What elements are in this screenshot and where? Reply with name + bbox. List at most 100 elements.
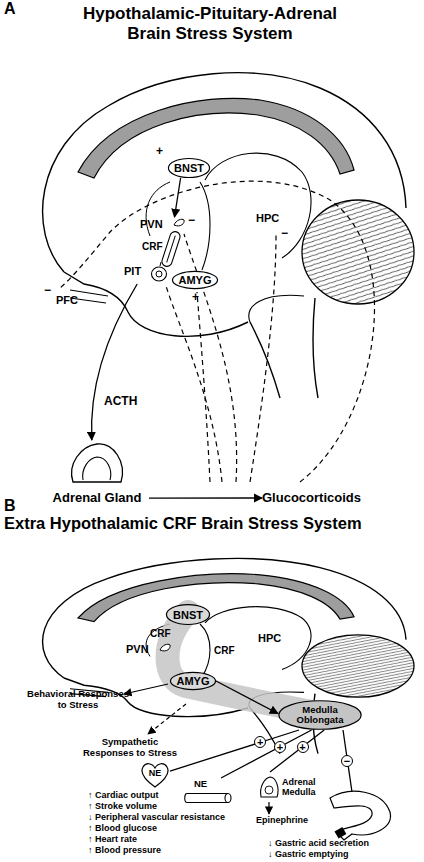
drawing-part	[250, 234, 276, 482]
node-label: BNST	[166, 609, 210, 621]
connector-arrow	[221, 730, 312, 778]
node-label: Adrenal Medulla	[282, 777, 338, 797]
connector-arrow	[149, 497, 262, 498]
node-label: AMYG	[170, 675, 216, 687]
text-label: ↑ Heart rate	[88, 834, 137, 844]
node-label: PVN	[140, 217, 163, 231]
text-label: Behavioral Responses to Stress	[26, 688, 130, 710]
adrenal-symbol	[258, 775, 280, 799]
drawing-part	[187, 794, 228, 803]
sign-circle: +	[274, 741, 286, 753]
drawing-part	[166, 286, 222, 482]
text-label: A	[4, 0, 16, 18]
connector-arrow	[270, 730, 324, 772]
drawing-part	[60, 181, 374, 482]
drawing-part	[172, 271, 217, 288]
drawing-part	[83, 457, 111, 480]
connector-arrow	[175, 178, 181, 217]
vessel-symbol	[182, 792, 234, 804]
node-label: NE	[140, 768, 170, 778]
text-label: −	[44, 283, 51, 297]
drawing-part	[170, 672, 215, 689]
secretion-arrow	[268, 802, 269, 814]
node-label: Glucocorticoids	[262, 489, 361, 507]
text-label: CRF	[150, 628, 171, 639]
node-label: AMYG	[172, 274, 218, 286]
drawing-part	[161, 230, 182, 267]
drawing-part	[185, 794, 187, 803]
nucleus-node: PVN	[126, 642, 172, 656]
drawing-part	[156, 271, 162, 277]
nucleus-ellipse: BNST	[166, 604, 210, 625]
drawing-part	[160, 262, 161, 266]
brain-outline	[43, 73, 414, 398]
drawing-part	[279, 701, 361, 730]
connector-arrow	[92, 284, 138, 440]
nucleus-ellipse: AMYG	[170, 672, 216, 690]
text-label: Sympathetic Responses to Stress	[80, 736, 180, 758]
sign-circle: +	[254, 736, 266, 748]
node-label: Medulla Oblongata	[286, 705, 354, 725]
crf-neuron	[161, 230, 182, 267]
node-label: PVN	[126, 642, 149, 656]
text-label: −	[281, 226, 288, 240]
drawing-part	[261, 777, 278, 797]
drawing-part	[225, 794, 231, 803]
node-label: PIT	[124, 265, 141, 278]
response-arrow	[124, 684, 168, 694]
text-label: CRF	[214, 645, 235, 656]
drawing-part	[168, 159, 209, 178]
text-label: Epinephrine	[256, 815, 308, 825]
nucleus-node: PVN	[140, 217, 186, 231]
drawing-part	[72, 444, 123, 482]
text-label: HPC	[258, 632, 281, 644]
drawing-part	[167, 236, 176, 263]
text-label: ↑ Stroke volume	[88, 801, 157, 811]
text-label: −	[188, 213, 195, 227]
text-label: ↓ Peripheral vascular resistance	[88, 812, 225, 822]
nucleus-symbol	[172, 217, 186, 231]
pituitary-symbol	[150, 262, 168, 282]
pituitary-node: PIT	[124, 260, 168, 284]
brain-outline	[43, 558, 414, 753]
text-label: HPC	[256, 212, 279, 224]
feedback-lines	[60, 181, 374, 482]
text-label: ↑ Cardiac output	[88, 790, 159, 800]
node-label: Adrenal Gland	[45, 490, 149, 506]
text-label: ↓ Gastric emptying	[268, 849, 349, 859]
drawing-part	[265, 786, 273, 794]
pylorus-symbol	[335, 827, 347, 838]
sign-circle: +	[297, 741, 309, 753]
node-label: NE	[194, 778, 207, 790]
nucleus-ellipse: BNST	[168, 158, 210, 178]
nucleus-symbol	[158, 642, 172, 656]
text-label: ↓ Gastric acid secretion	[268, 838, 369, 848]
sign-circle: −	[341, 755, 353, 767]
text-label: Hypothalamic-Pituitary-Adrenal Brain Str…	[65, 4, 355, 44]
heart-node: NE	[140, 762, 170, 788]
edge-label: ACTH	[104, 394, 137, 408]
crf-pathway-band	[168, 612, 323, 714]
drawing-part	[160, 644, 170, 651]
node-label: BNST	[168, 162, 210, 174]
drawing-part	[197, 292, 210, 482]
text-label: +	[156, 144, 163, 158]
text-label: PFC	[56, 294, 78, 306]
brainstem-ellipse: Medulla Oblongata	[278, 700, 362, 730]
vessel-node: NE	[182, 778, 234, 804]
hormone-node: Glucocorticoids	[262, 489, 382, 507]
adrenal-symbol	[45, 440, 149, 486]
text-label: CRF	[142, 241, 163, 252]
nucleus-ellipse: AMYG	[172, 271, 218, 289]
drawing-part	[166, 605, 209, 625]
text-label: B	[4, 497, 16, 515]
stomach-symbol	[330, 791, 390, 840]
text-label: ↑ Blood glucose	[88, 823, 157, 833]
text-label: +	[192, 290, 199, 304]
drawing-part	[174, 219, 184, 226]
connector-arrow	[216, 681, 278, 714]
drawing-part	[152, 267, 167, 281]
